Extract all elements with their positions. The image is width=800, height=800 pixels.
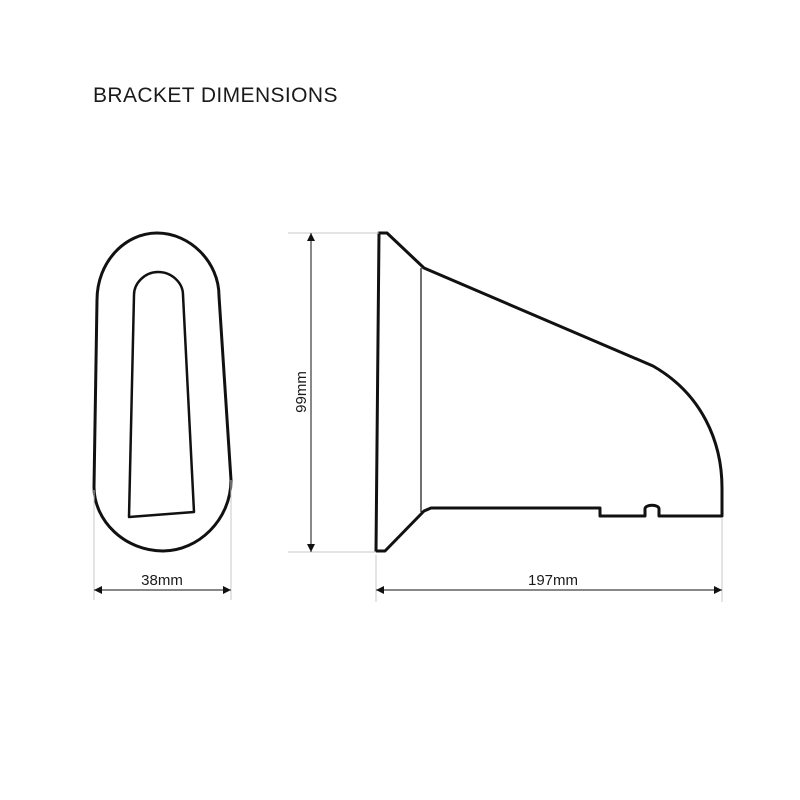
width-dimension: 38mm [93, 480, 232, 600]
front-view [92, 231, 233, 553]
side-view-body-outline [374, 231, 724, 553]
side-view [374, 231, 724, 553]
length-dimension-label: 197mm [528, 572, 578, 589]
height-dimension-label: 99mm [293, 371, 310, 413]
length-dimension: 197mm [375, 518, 723, 602]
front-view-inner-slot [127, 270, 196, 519]
height-dimension: 99mm [288, 232, 379, 553]
width-dimension-label: 38mm [141, 572, 183, 589]
page-title: BRACKET DIMENSIONS [93, 84, 338, 107]
front-view-outer-outline [92, 231, 233, 553]
